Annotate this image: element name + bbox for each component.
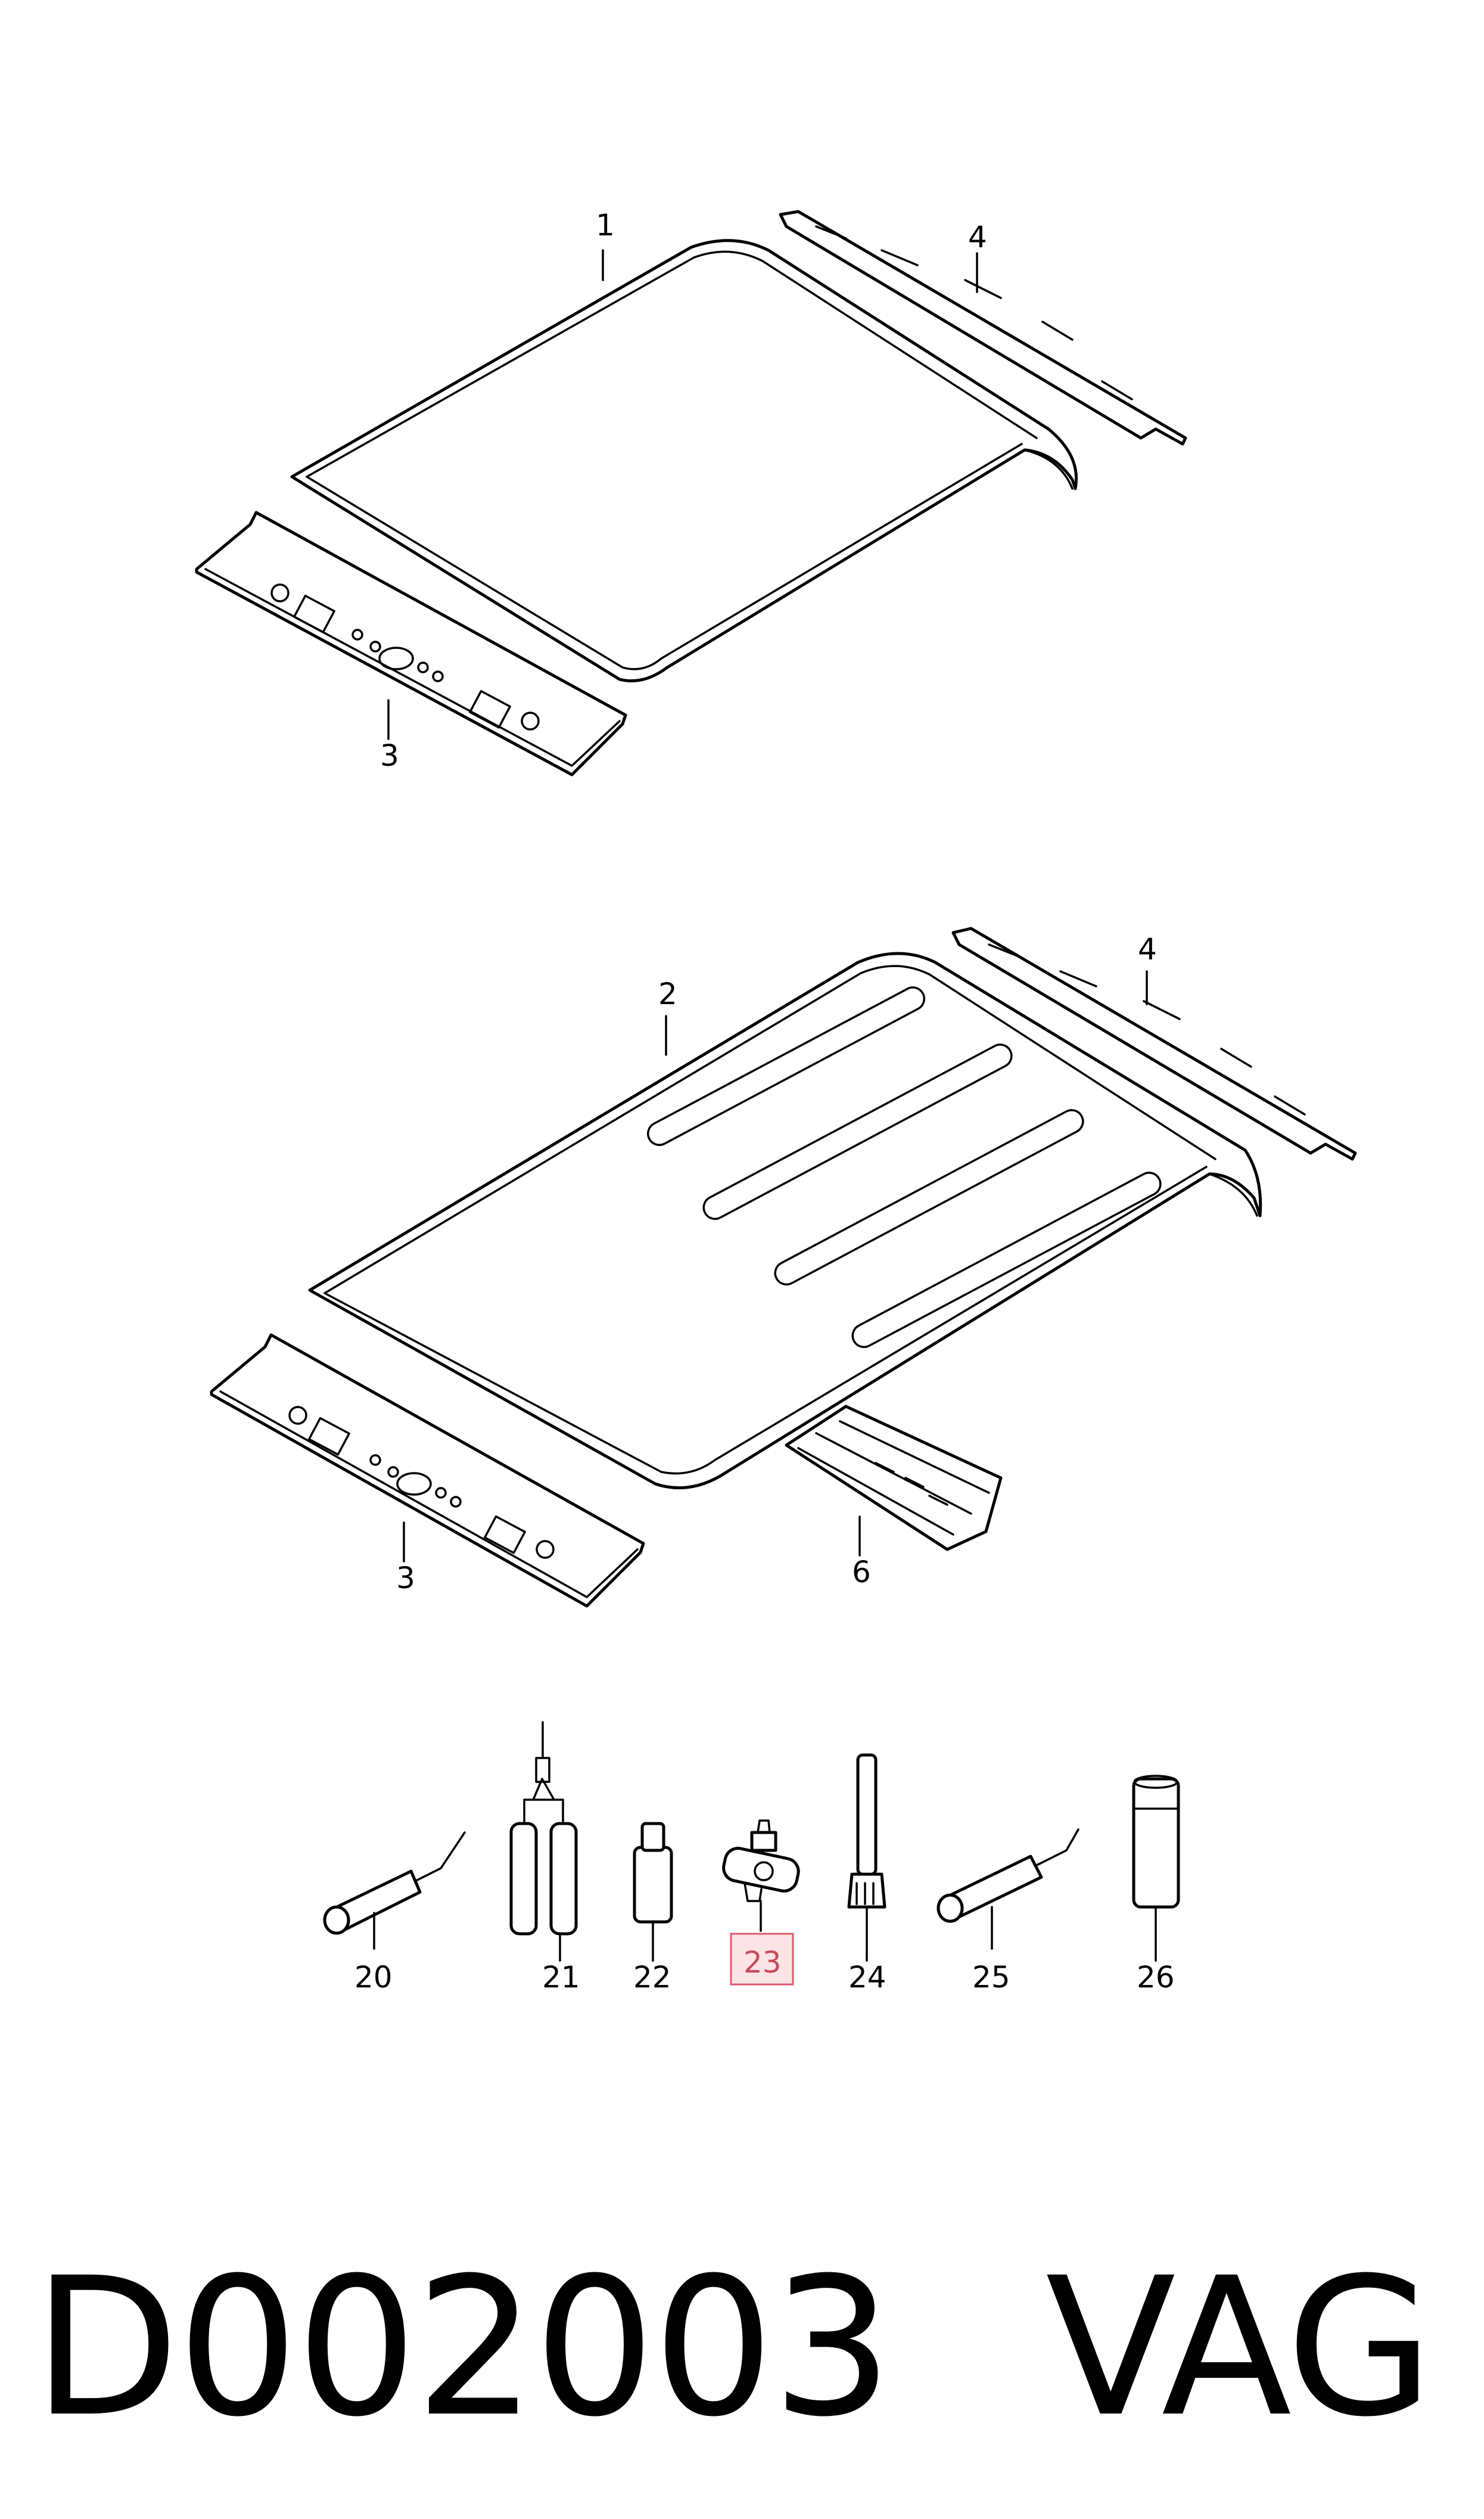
front-roof-frame-middle[interactable] <box>210 1333 645 1608</box>
callout-4[interactable]: 4 <box>1138 932 1157 967</box>
brand-name: VAG <box>1045 2237 1434 2459</box>
callout-3[interactable]: 3 <box>380 738 399 773</box>
parts-diagram: 1 4 3 2 4 3 6 <box>195 208 1357 1995</box>
sunroof-reinforcement-bracket[interactable] <box>785 1405 1003 1551</box>
twin-cartridge-21[interactable] <box>509 1721 578 1936</box>
callout-4[interactable]: 4 <box>968 220 987 254</box>
cartridge-20[interactable] <box>323 1831 466 1935</box>
callout-26[interactable]: 26 <box>1137 1960 1175 1995</box>
spreader-nozzle-23[interactable] <box>721 1819 801 1902</box>
diagram-code: D002003 <box>33 2237 893 2459</box>
callout-23[interactable]: 23 <box>743 1945 782 1980</box>
callout-1[interactable]: 1 <box>596 208 615 243</box>
container-22[interactable] <box>633 1822 673 1924</box>
cartridge-25[interactable] <box>937 1828 1079 1923</box>
roof-panel-plain[interactable] <box>290 239 1078 682</box>
front-roof-frame-top[interactable] <box>195 511 627 776</box>
callout-3[interactable]: 3 <box>396 1561 415 1595</box>
callout-2[interactable]: 2 <box>658 977 677 1011</box>
diagram-caption: D002003 VAG <box>33 2241 1463 2455</box>
mixing-nozzle-24[interactable] <box>847 1753 886 1909</box>
callout-24[interactable]: 24 <box>848 1960 886 1995</box>
callout-25[interactable]: 25 <box>972 1960 1010 1995</box>
callout-23-highlight <box>730 1933 794 1986</box>
roof-panel-ribbed[interactable] <box>308 952 1262 1490</box>
callout-22[interactable]: 22 <box>633 1960 671 1995</box>
callout-20[interactable]: 20 <box>354 1960 393 1995</box>
callout-6[interactable]: 6 <box>852 1555 871 1589</box>
callout-21[interactable]: 21 <box>542 1960 580 1995</box>
roof-side-rail-top[interactable] <box>779 210 1187 446</box>
roof-side-rail-middle[interactable] <box>951 927 1357 1161</box>
container-26[interactable] <box>1132 1775 1180 1909</box>
